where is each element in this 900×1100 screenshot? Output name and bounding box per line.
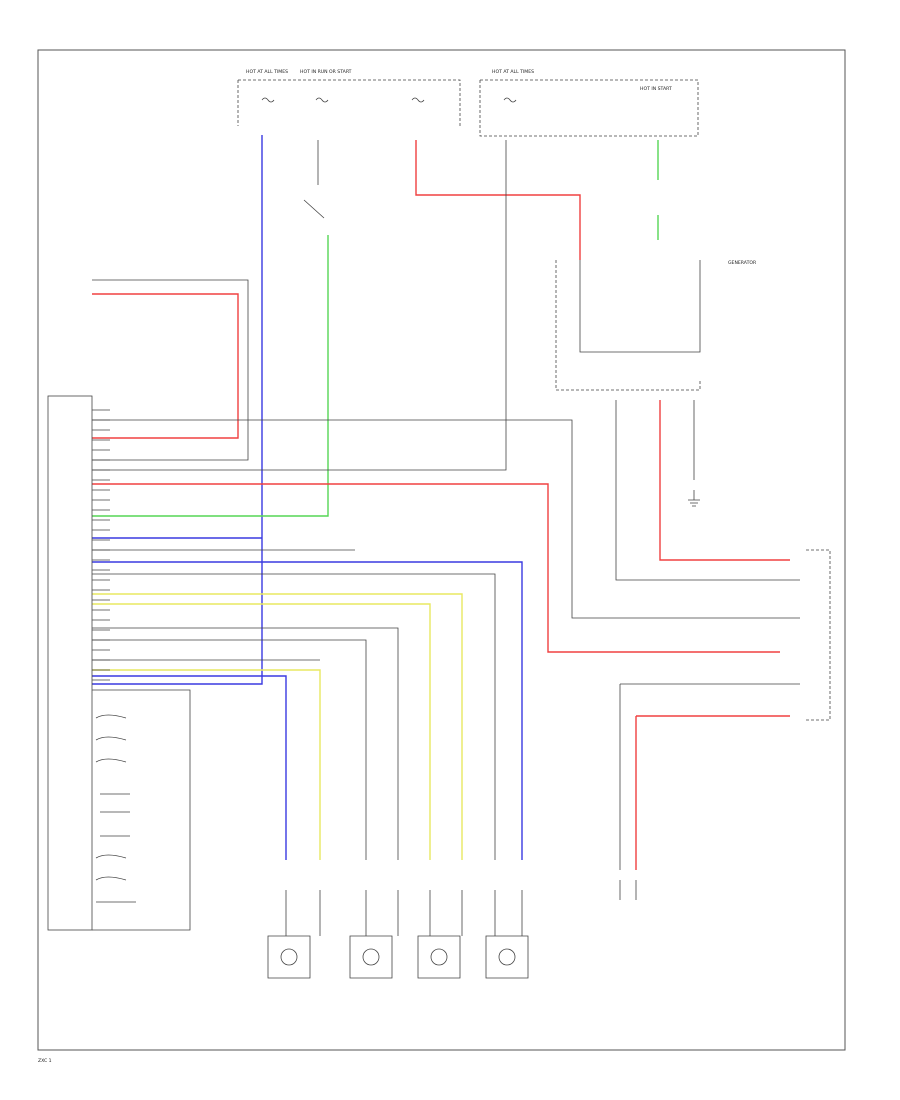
fuse-label-3: HOT AT ALL TIMES [492,69,534,75]
control-module [47,395,191,931]
right-connector [555,380,831,721]
wire-red-left [92,293,239,439]
fuse-symbols [261,97,517,103]
diagram-frame [37,49,846,1051]
wire-green-main [92,235,329,517]
fuse-labels: HOT AT ALL TIMES HOT IN RUN OR START HOT… [246,69,672,92]
svg-text:GENERATOR: GENERATOR [728,260,757,266]
ground-symbol [688,490,700,507]
sensor-1 [267,935,311,979]
wires [92,135,800,870]
fuse-label-4: HOT IN START [640,86,672,92]
fuse-label-2: HOT IN RUN OR START [300,69,352,75]
sensor-2 [349,935,393,979]
corner-label: ZXC 1 [38,1058,52,1064]
sensor-connector-ends [285,880,637,936]
generator-block: GENERATOR [555,260,757,380]
module-pin-ticks [92,409,110,681]
wire-red-fuse [415,140,581,260]
fuse-block-dashed-boxes [237,79,699,137]
wheel-speed-sensors [267,935,529,979]
sensor-4 [485,935,529,979]
fuse-label-1: HOT AT ALL TIMES [246,69,288,75]
wire-blue-main [92,135,263,685]
sensor-3 [417,935,461,979]
